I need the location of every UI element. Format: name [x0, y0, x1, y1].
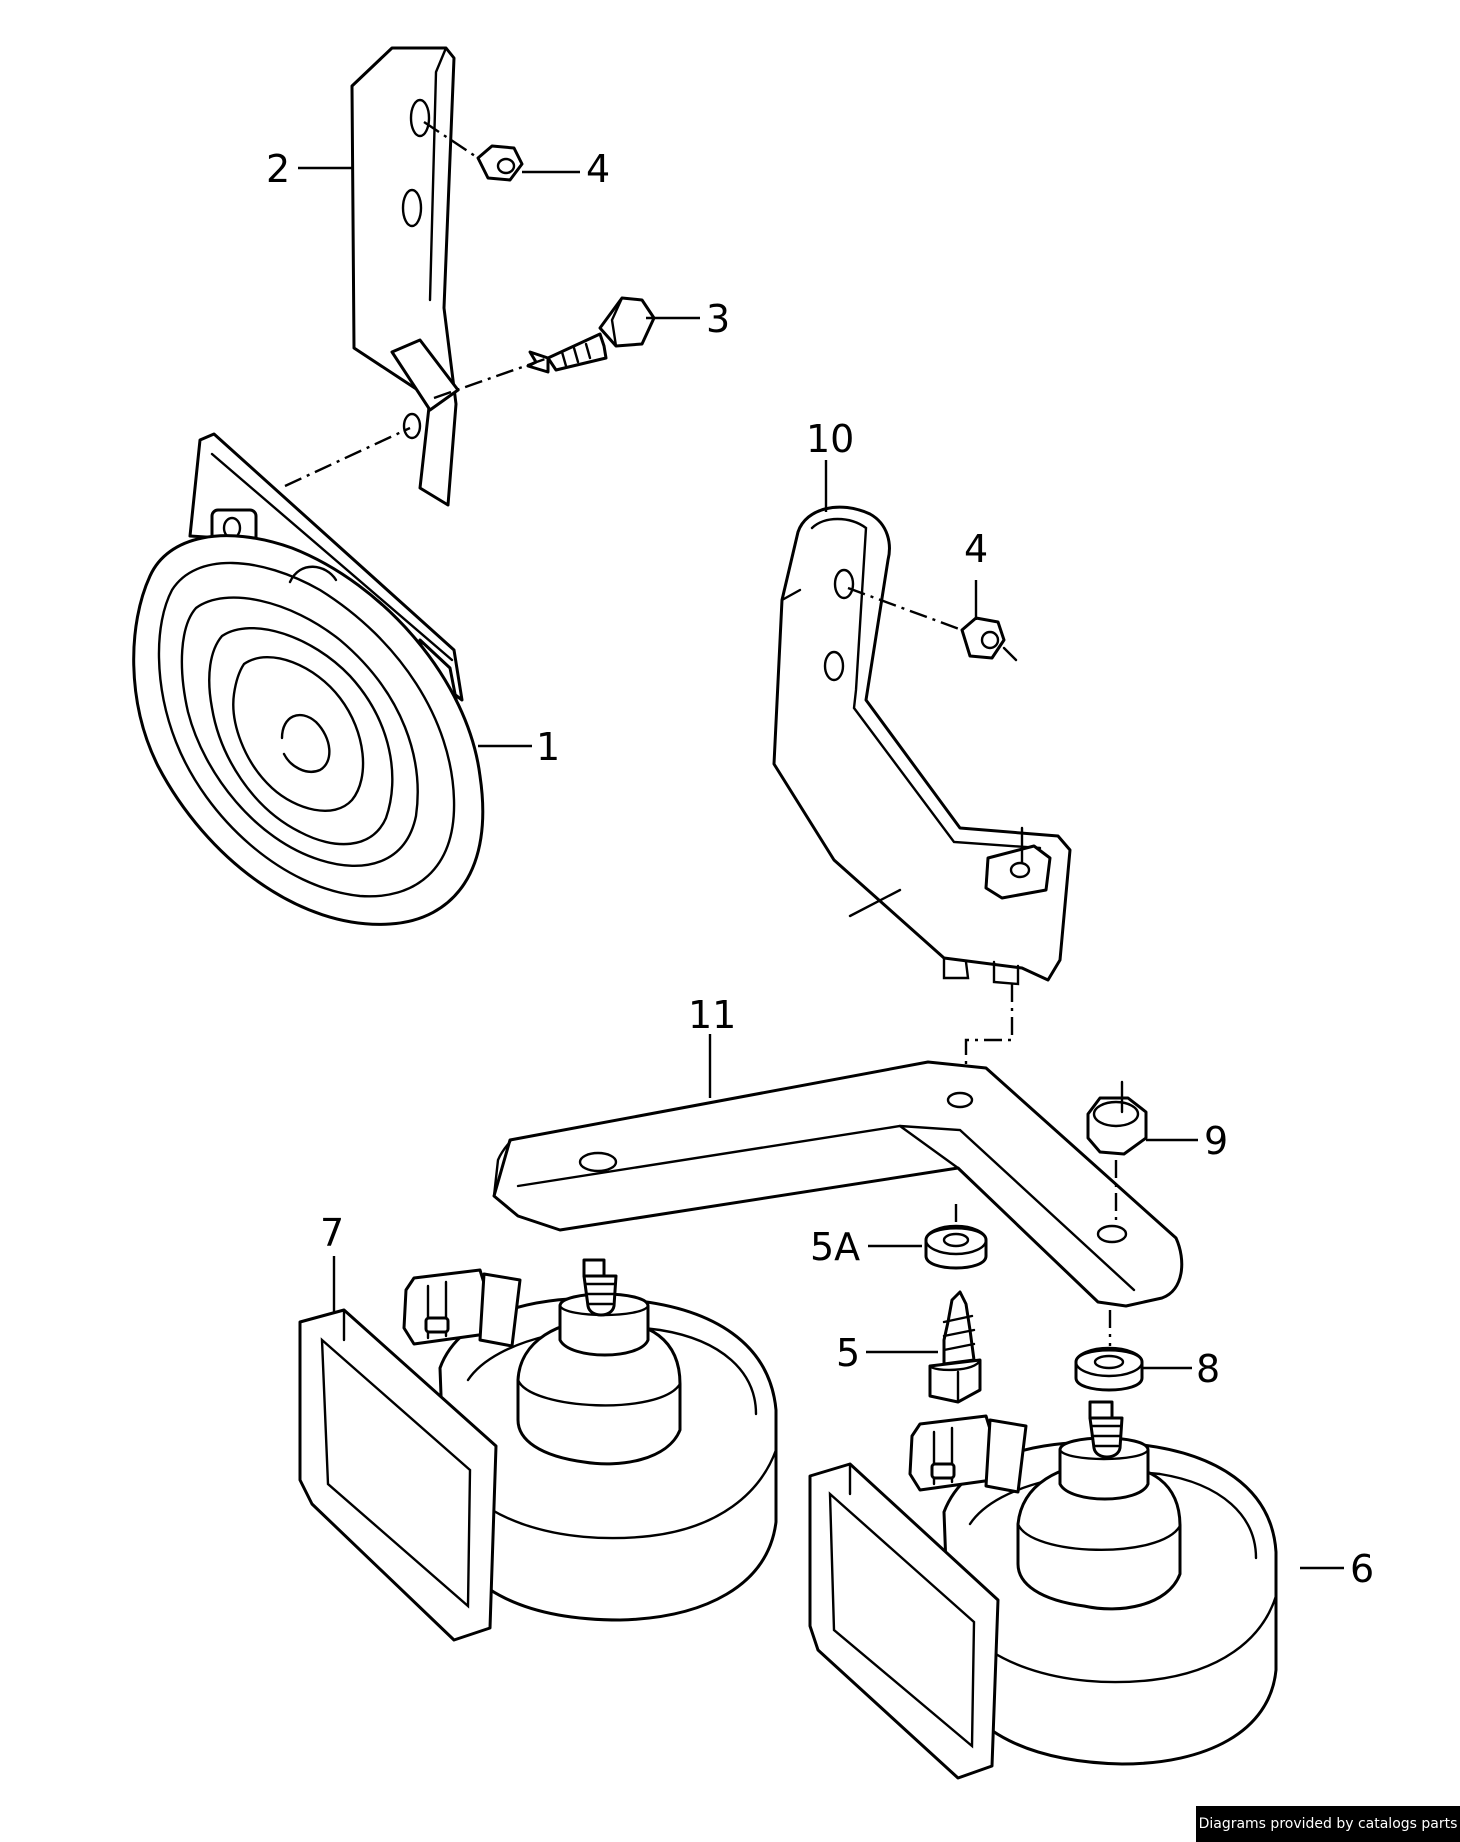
- callout-1: 1: [536, 725, 560, 769]
- part-7-horn: [298, 1258, 778, 1642]
- part-11-bracket: [492, 1060, 1184, 1308]
- part-3-screw: [526, 296, 656, 374]
- assembly-line: [284, 426, 411, 488]
- callout-8: 8: [1196, 1347, 1220, 1391]
- callout-4-right: 4: [964, 527, 988, 571]
- callout-2: 2: [266, 147, 290, 191]
- leader-lines: [298, 166, 1344, 1570]
- part-6-horn: [808, 1400, 1278, 1780]
- callout-11: 11: [688, 993, 736, 1037]
- part-9-nut: [1086, 1080, 1148, 1156]
- assembly-line: [423, 121, 479, 159]
- callout-5: 5: [836, 1331, 860, 1375]
- part-10-bracket: [772, 505, 1072, 986]
- assembly-line: [433, 356, 549, 400]
- assembly-line: [847, 586, 963, 632]
- part-4-nut-top: [476, 144, 524, 182]
- callout-10: 10: [806, 417, 854, 461]
- callout-4-top: 4: [586, 147, 610, 191]
- part-8-washer: [1074, 1346, 1144, 1392]
- callout-5a: 5A: [810, 1225, 860, 1269]
- part-2-bracket: [350, 46, 460, 507]
- credit-banner: Diagrams provided by catalogs parts: [1196, 1806, 1460, 1842]
- callout-9: 9: [1204, 1119, 1228, 1163]
- callout-7: 7: [320, 1211, 344, 1255]
- callout-6: 6: [1350, 1547, 1374, 1591]
- callout-3: 3: [706, 297, 730, 341]
- part-5a-washer: [924, 1224, 988, 1270]
- part-1-horn: [132, 432, 485, 926]
- part-5-screw: [928, 1290, 982, 1404]
- part-4-nut-right: [960, 616, 1018, 662]
